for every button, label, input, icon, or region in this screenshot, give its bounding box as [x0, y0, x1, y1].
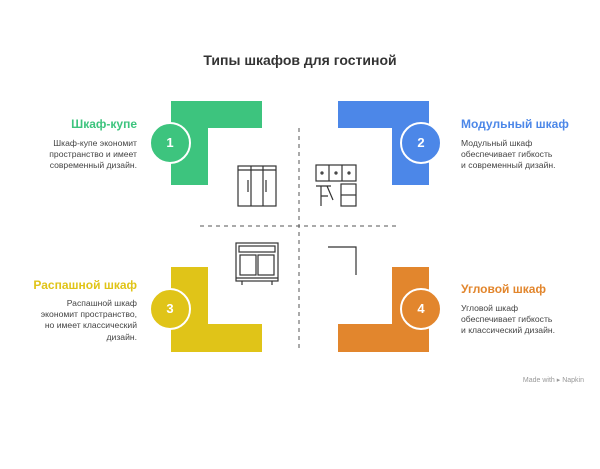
napkin-brand: Napkin	[562, 377, 584, 384]
item-4-desc-line: и классический дизайн.	[461, 325, 556, 336]
item-3-desc-line: но имеет классический	[44, 320, 137, 331]
napkin-logo-icon: ▸	[556, 377, 561, 384]
badge-1	[149, 122, 191, 164]
item-3-description: Распашной шкаф экономит пространство, но…	[41, 298, 137, 343]
badge-4-number: 4	[417, 301, 425, 316]
made-with-napkin: Made with ▸ Napkin	[523, 376, 584, 384]
modular-cabinet-icon	[315, 164, 357, 207]
badge-1-number: 1	[166, 135, 174, 150]
segment-1-shape	[171, 101, 262, 185]
made-with-label: Made with	[522, 377, 555, 384]
item-4-title: Угловой шкаф	[461, 282, 546, 296]
sliding-wardrobe-icon	[237, 165, 277, 207]
item-2-description: Модульный шкаф обеспечивает гибкость и с…	[461, 138, 556, 172]
item-2-desc-line: обеспечивает гибкость	[461, 149, 553, 160]
segment-2-shape	[338, 101, 429, 185]
item-3-desc-line: экономит пространство,	[40, 309, 137, 320]
corner-cabinet-icon	[328, 246, 357, 275]
item-1-desc-line: современный дизайн.	[49, 160, 137, 171]
item-2-desc-line: и современный дизайн.	[461, 160, 556, 171]
item-2-title: Модульный шкаф	[461, 117, 569, 131]
hinged-wardrobe-icon	[235, 242, 279, 285]
item-1-desc-line: пространство и имеет	[49, 149, 137, 160]
item-4-description: Угловой шкаф обеспечивает гибкость и кла…	[461, 303, 555, 337]
item-1-title: Шкаф-купе	[71, 117, 137, 131]
item-3-desc-line: дизайн.	[106, 331, 137, 342]
badge-3	[149, 288, 191, 330]
segment-4-shape	[338, 267, 429, 352]
badge-2-number: 2	[417, 135, 425, 150]
badge-2	[400, 122, 442, 164]
item-1-desc-line: Шкаф-купе экономит	[53, 138, 137, 148]
segment-3-shape	[171, 267, 262, 352]
item-2-desc-line: Модульный шкаф	[461, 138, 533, 148]
badge-4	[400, 288, 442, 330]
item-3-desc-line: Распашной шкаф	[66, 298, 137, 308]
item-1-description: Шкаф-купе экономит пространство и имеет …	[49, 138, 137, 172]
item-4-desc-line: Угловой шкаф	[461, 303, 519, 313]
page-title: Типы шкафов для гостиной	[203, 52, 397, 68]
item-4-desc-line: обеспечивает гибкость	[461, 314, 553, 325]
item-3-title: Распашной шкаф	[33, 278, 137, 292]
badge-3-number: 3	[166, 301, 174, 316]
